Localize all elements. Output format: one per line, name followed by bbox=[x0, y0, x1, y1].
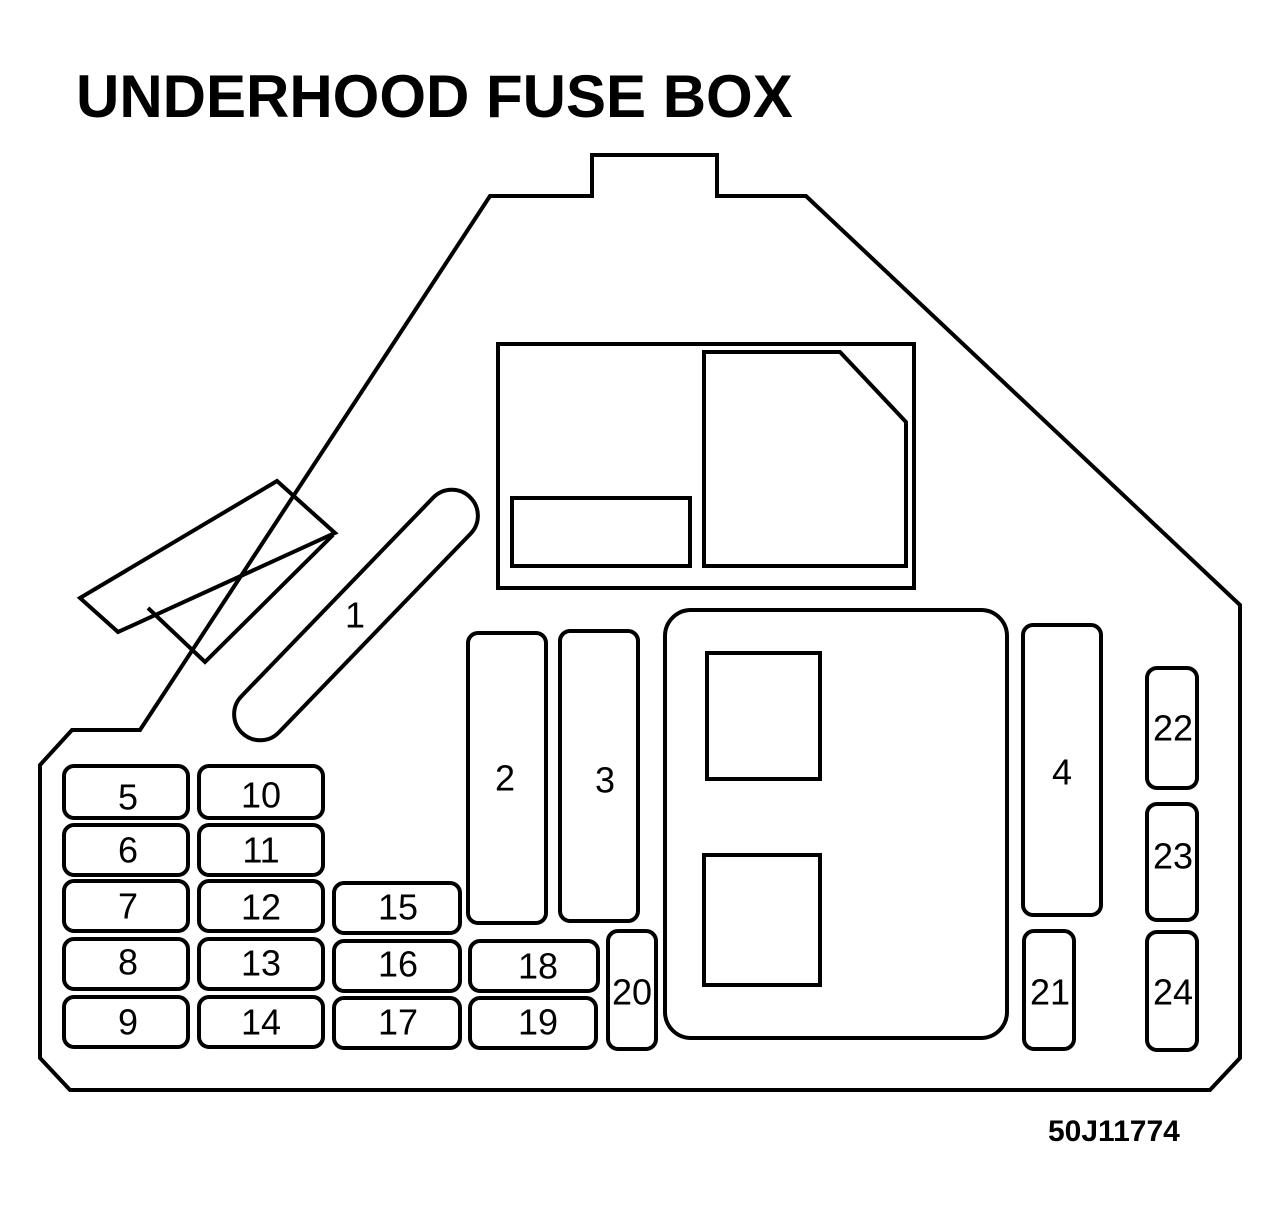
fuse-label-19: 19 bbox=[518, 1002, 558, 1043]
fuse-7 bbox=[62, 879, 190, 933]
diagram-code: 50J11774 bbox=[1048, 1115, 1180, 1148]
fuse-13 bbox=[197, 937, 325, 991]
fuse-5 bbox=[62, 764, 190, 820]
diagram-title: UNDERHOOD FUSE BOX bbox=[76, 63, 793, 130]
fuse-15 bbox=[332, 881, 462, 935]
fuse-label-15: 15 bbox=[378, 887, 418, 928]
fuse-18 bbox=[468, 939, 600, 993]
fuse-label-5: 5 bbox=[118, 777, 138, 818]
fuse-label-13: 13 bbox=[241, 943, 281, 984]
fuse-box-outline bbox=[38, 153, 1242, 1092]
angled-relay-block-inner bbox=[146, 533, 335, 665]
fuse-2 bbox=[466, 631, 548, 925]
fuse-label-21: 21 bbox=[1030, 972, 1070, 1013]
fuse-12 bbox=[197, 879, 325, 933]
relay-small bbox=[510, 496, 692, 568]
fuse-24 bbox=[1145, 930, 1199, 1052]
fuse-label-3: 3 bbox=[595, 760, 615, 801]
fuse-label-7: 7 bbox=[118, 886, 138, 927]
relay-panel bbox=[496, 342, 916, 590]
relay-large bbox=[702, 350, 908, 568]
fuse-label-23: 23 bbox=[1153, 836, 1193, 877]
fuse-19 bbox=[468, 996, 598, 1050]
center-module-slot-bottom bbox=[702, 853, 822, 987]
fuse-label-11: 11 bbox=[242, 830, 279, 871]
fuse-label-4: 4 bbox=[1052, 752, 1072, 793]
center-module bbox=[663, 608, 1009, 1040]
fuse-label-12: 12 bbox=[241, 887, 281, 928]
fuse-label-1: 1 bbox=[345, 595, 365, 636]
fuse-8 bbox=[62, 937, 190, 991]
fuse-10 bbox=[197, 764, 325, 820]
fuse-4 bbox=[1021, 623, 1103, 917]
fuse-label-2: 2 bbox=[495, 758, 515, 799]
fuse-21 bbox=[1022, 929, 1076, 1051]
fuse-label-16: 16 bbox=[378, 944, 418, 985]
fuse-label-6: 6 bbox=[118, 830, 138, 871]
fuse-label-24: 24 bbox=[1153, 972, 1193, 1013]
fuse-14 bbox=[197, 995, 325, 1049]
fuse-22 bbox=[1145, 666, 1199, 790]
fuse-label-22: 22 bbox=[1153, 708, 1193, 749]
fuse-17 bbox=[332, 996, 462, 1050]
fuse-label-14: 14 bbox=[241, 1002, 281, 1043]
fuse-3 bbox=[558, 629, 640, 923]
fuse-11 bbox=[197, 823, 325, 877]
fuse-1 bbox=[232, 487, 480, 743]
fuse-label-9: 9 bbox=[118, 1002, 138, 1043]
fuse-label-10: 10 bbox=[241, 775, 281, 816]
angled-relay-block bbox=[76, 478, 339, 635]
center-module-slot-top bbox=[705, 651, 822, 781]
fuse-label-18: 18 bbox=[518, 946, 558, 987]
fuse-6 bbox=[62, 823, 190, 877]
fuse-label-17: 17 bbox=[378, 1002, 418, 1043]
fuse-9 bbox=[62, 995, 190, 1049]
fuse-label-8: 8 bbox=[118, 942, 138, 983]
fuse-23 bbox=[1145, 802, 1199, 922]
fuse-16 bbox=[332, 939, 462, 993]
fuse-20 bbox=[606, 929, 658, 1051]
fuse-label-20: 20 bbox=[612, 972, 652, 1013]
